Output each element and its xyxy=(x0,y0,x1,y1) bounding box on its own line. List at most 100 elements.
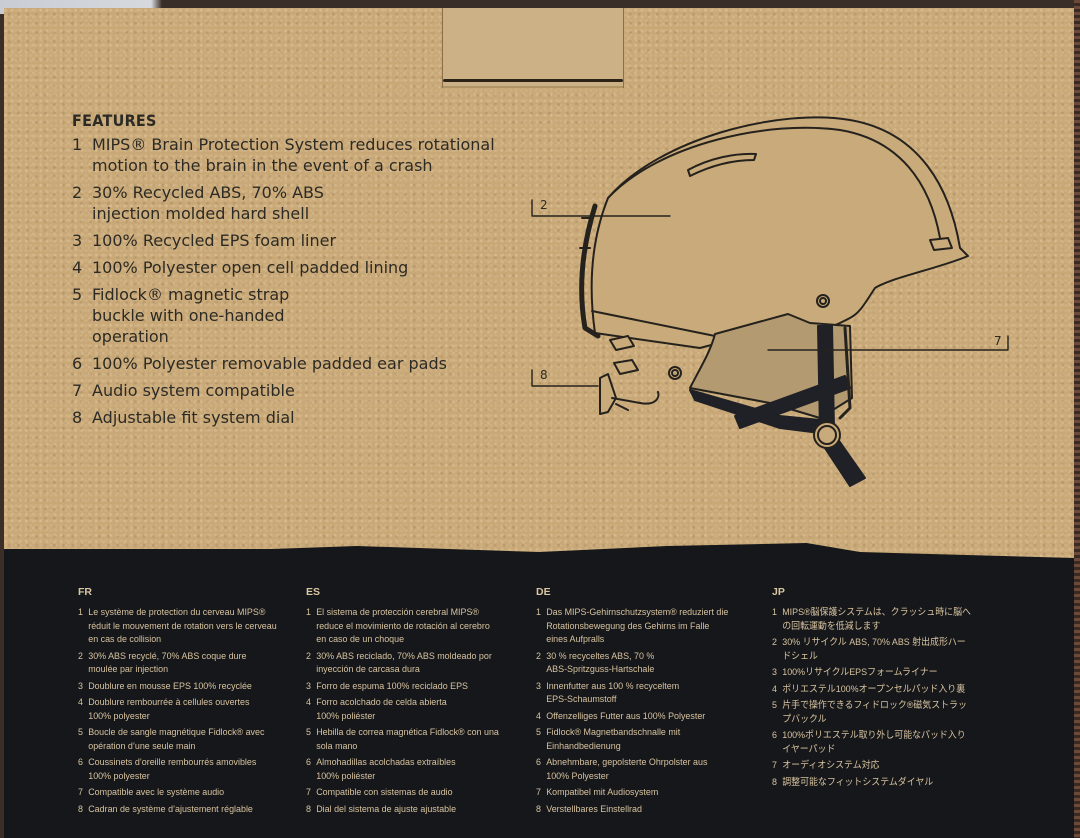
item-number: 7 xyxy=(536,787,541,798)
lang-item: 2 30 % recyceltes ABS, 70 % ABS-Spritzgus… xyxy=(536,650,759,677)
item-text: El sistema de protección cerebral MIPS® … xyxy=(316,607,490,645)
item-text: 30% ABS reciclado, 70% ABS moldeado por … xyxy=(316,650,492,676)
feature-text: Adjustable fit system dial xyxy=(92,408,295,427)
item-text: Abnehmbare, gepolsterte Ohrpolster aus 1… xyxy=(546,757,708,782)
lang-item: 8 調整可能なフィットシステムダイヤル xyxy=(772,776,995,790)
item-text: 30% ABS recyclé, 70% ABS coque dure moul… xyxy=(88,650,247,676)
item-text: ポリエステル100%オープンセルパッド入り裏 xyxy=(782,683,966,695)
item-number: 2 xyxy=(772,637,777,648)
item-text: Dial del sistema de ajuste ajustable xyxy=(316,803,457,815)
features-heading: FEATURES xyxy=(72,111,157,130)
item-text: MIPS®脳保護システムは、クラッシュ時に脳への回転運動を低減します xyxy=(782,607,971,632)
lang-item: 7 Kompatibel mit Audiosystem xyxy=(536,786,759,800)
feature-number: 4 xyxy=(72,258,83,277)
item-number: 3 xyxy=(306,680,311,692)
lang-item: 2 30% ABS reciclado, 70% ABS moldeado por… xyxy=(306,650,529,677)
item-text: Verstellbares Einstellrad xyxy=(546,803,642,815)
lang-item: 8 Cadran de système d’ajustement réglable xyxy=(78,803,301,817)
feature-item: 6 100% Polyester removable padded ear pa… xyxy=(72,353,512,374)
product-box-back-panel: FEATURES 1 MIPS® Brain Protection System… xyxy=(4,8,1074,838)
feature-text: MIPS® Brain Protection System reduces ro… xyxy=(92,135,495,175)
item-text: Compatible avec le système audio xyxy=(88,787,225,798)
feature-text: Fidlock® magnetic strap buckle with one-… xyxy=(92,285,290,346)
feature-item: 5 Fidlock® magnetic strap buckle with on… xyxy=(72,284,512,347)
feature-item: 1 MIPS® Brain Protection System reduces … xyxy=(72,134,512,176)
lang-item: 4 ポリエステル100%オープンセルパッド入り裏 xyxy=(772,683,995,697)
item-text: Boucle de sangle magnétique Fidlock® ave… xyxy=(88,727,265,752)
lang-heading: JP xyxy=(772,586,785,598)
item-text: 片手で操作できるフィドロック®磁気ストラップバックル xyxy=(782,700,967,725)
item-number: 8 xyxy=(772,776,777,788)
feature-number: 2 xyxy=(72,183,83,202)
lang-item: 1 Le système de protection du cerveau MIP… xyxy=(78,606,301,647)
item-number: 1 xyxy=(78,607,83,618)
item-text: 30 % recyceltes ABS, 70 % ABS-Spritzguss… xyxy=(546,650,655,676)
item-text: 調整可能なフィットシステムダイヤル xyxy=(782,776,934,788)
item-number: 2 xyxy=(306,650,311,662)
feature-number: 1 xyxy=(72,135,83,154)
item-text: Coussinets d’oreille rembourrés amovible… xyxy=(88,757,257,782)
item-text: 100%リサイクルEPSフォームライナー xyxy=(782,667,938,678)
item-number: 8 xyxy=(536,803,541,815)
item-number: 1 xyxy=(306,607,311,618)
item-number: 3 xyxy=(78,680,83,692)
item-text: Cadran de système d’ajustement réglable xyxy=(88,803,253,815)
item-text: Forro de espuma 100% reciclado EPS xyxy=(316,680,468,692)
box-tuck-flap xyxy=(442,8,624,88)
item-text: Hebilla de correa magnética Fidlock® con… xyxy=(316,727,499,752)
item-number: 4 xyxy=(772,683,777,695)
item-text: Compatible con sistemas de audio xyxy=(316,787,453,798)
feature-item: 3 100% Recycled EPS foam liner xyxy=(72,230,512,251)
item-text: オーディオシステム対応 xyxy=(782,760,880,771)
feature-text: 100% Recycled EPS foam liner xyxy=(92,231,337,250)
feature-text: 100% Polyester removable padded ear pads xyxy=(92,354,447,373)
lang-item: 3 Doublure en mousse EPS 100% recyclée xyxy=(78,680,301,694)
feature-text: 30% Recycled ABS, 70% ABS injection mold… xyxy=(92,183,324,223)
lang-item: 6 Abnehmbare, gepolsterte Ohrpolster aus … xyxy=(536,756,759,783)
item-number: 2 xyxy=(78,650,83,662)
callout-label-shell: 2 xyxy=(540,198,548,212)
item-text: Offenzelliges Futter aus 100% Polyester xyxy=(546,710,706,722)
helmet-illustration-icon xyxy=(531,116,1009,487)
item-text: Doublure en mousse EPS 100% recyclée xyxy=(88,680,252,692)
background-edge xyxy=(1074,0,1080,838)
item-text: Innenfutter aus 100 % recyceltem EPS-Sch… xyxy=(546,680,680,706)
item-text: 30% リサイクル ABS, 70% ABS 射出成形ハードシェル xyxy=(782,637,966,662)
item-text: Forro acolchado de celda abierta 100% po… xyxy=(316,697,447,722)
lang-item: 3 Forro de espuma 100% reciclado EPS xyxy=(306,680,529,694)
lang-item: 5 Boucle de sangle magnétique Fidlock® av… xyxy=(78,726,301,753)
item-number: 8 xyxy=(78,803,83,815)
item-text: Das MIPS-Gehirnschutzsystem® reduziert d… xyxy=(546,607,729,645)
item-text: Almohadillas acolchadas extraíbles 100% … xyxy=(316,757,456,782)
item-number: 6 xyxy=(78,757,83,768)
item-text: Fidlock® Magnetbandschnalle mit Einhandb… xyxy=(546,727,681,752)
item-number: 1 xyxy=(536,607,541,618)
item-text: Le système de protection du cerveau MIPS… xyxy=(88,607,277,645)
feature-item: 7 Audio system compatible xyxy=(72,380,512,401)
helmet-diagram: 2 7 8 xyxy=(520,98,1020,498)
feature-number: 6 xyxy=(72,354,83,373)
item-number: 1 xyxy=(772,607,777,618)
feature-number: 5 xyxy=(72,285,83,304)
item-number: 6 xyxy=(536,757,541,768)
item-number: 5 xyxy=(78,727,83,738)
item-number: 2 xyxy=(536,650,541,662)
flap-slot xyxy=(443,79,623,82)
lang-heading: DE xyxy=(536,586,551,598)
lang-item: 8 Verstellbares Einstellrad xyxy=(536,803,759,817)
feature-text: Audio system compatible xyxy=(92,381,295,400)
item-text: Kompatibel mit Audiosystem xyxy=(546,787,659,798)
translations-panel xyxy=(4,543,1074,838)
item-number: 6 xyxy=(772,730,777,741)
